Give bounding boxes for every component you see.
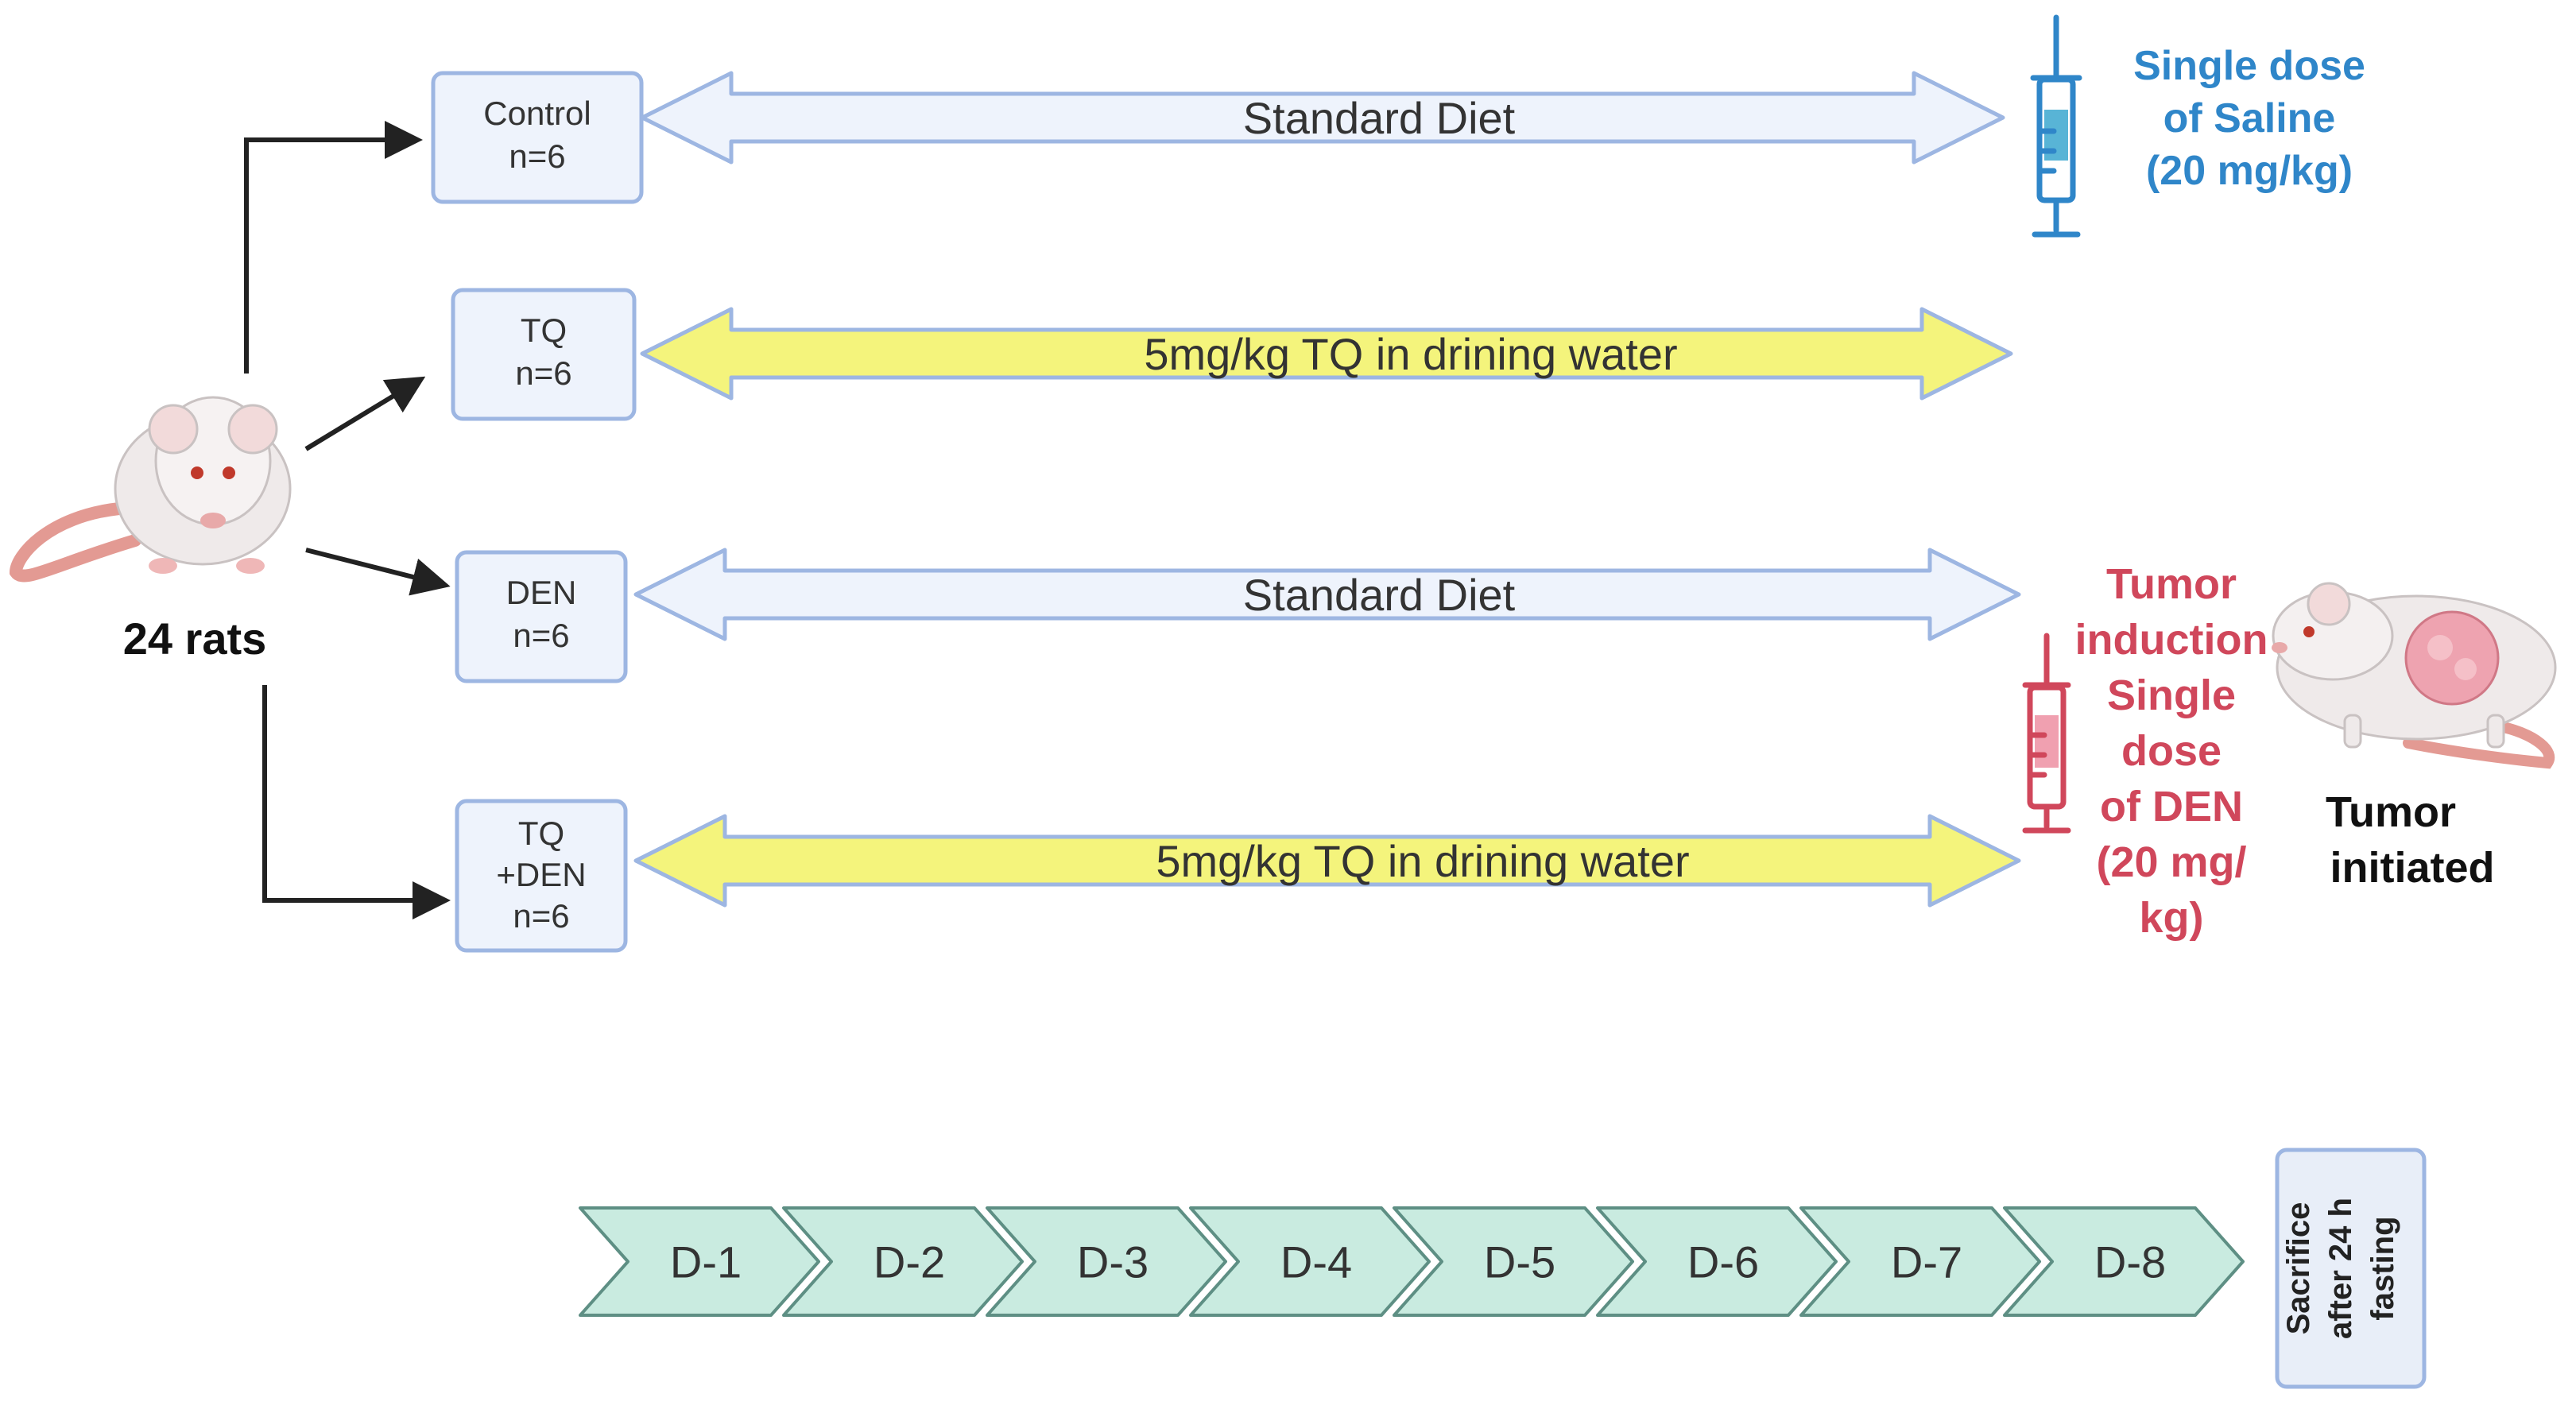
tumor-initiated-label: Tumor initiated <box>2326 788 2495 892</box>
den-line: Single <box>2107 672 2236 719</box>
sacrifice-line: Sacrifice <box>2281 1202 2316 1335</box>
group-label: DEN <box>506 574 577 611</box>
day-label: D-4 <box>1280 1237 1352 1287</box>
group-size: n=6 <box>515 354 571 392</box>
treatment-arrow-tq-den: 5mg/kg TQ in drining water <box>633 814 2021 908</box>
sacrifice-line: fasting <box>2365 1216 2400 1320</box>
syringe-icon <box>2030 14 2082 238</box>
saline-line: Single dose <box>2133 43 2365 89</box>
den-line: Tumor <box>2106 560 2237 608</box>
syringe-icon <box>2022 633 2071 834</box>
day-chevron <box>782 1206 1024 1317</box>
day-chevron <box>1189 1206 1431 1317</box>
day-label: D-2 <box>874 1237 945 1287</box>
sacrifice-box: Sacrifice after 24 h fasting <box>2275 1148 2427 1389</box>
group-label: TQ <box>518 815 564 852</box>
day-label: D-8 <box>2094 1237 2166 1287</box>
connector-control <box>244 121 423 374</box>
den-line: of DEN <box>2100 783 2243 830</box>
group-size: n=6 <box>509 137 565 175</box>
saline-dose-label: Single dose of Saline (20 mg/kg) <box>2133 43 2365 194</box>
group-box-tq: TQ n=6 <box>451 288 637 421</box>
connector-tq <box>304 376 426 451</box>
treatment-arrow-den: Standard Diet <box>633 548 2021 641</box>
group-label-2: +DEN <box>496 856 586 893</box>
treatment-label: 5mg/kg TQ in drining water <box>1144 329 1677 379</box>
group-label: Control <box>483 95 591 132</box>
den-line: kg) <box>2140 894 2204 942</box>
tumor-rat-icon <box>2272 582 2557 769</box>
day-chevron <box>579 1206 820 1317</box>
tumor-line: Tumor <box>2326 788 2456 836</box>
den-induction-label: Tumor induction Single dose of DEN (20 m… <box>2075 560 2268 942</box>
rat-icon <box>9 396 292 583</box>
day-chevron <box>1393 1206 1634 1317</box>
day-chevron <box>1799 1206 2041 1317</box>
rats-count-label: 24 rats <box>123 614 267 664</box>
group-box-control: Control n=6 <box>431 71 644 204</box>
den-line: induction <box>2075 616 2268 664</box>
treatment-arrow-tq: 5mg/kg TQ in drining water <box>640 307 2013 401</box>
treatment-label: Standard Diet <box>1243 570 1516 620</box>
connector-den <box>305 548 451 596</box>
day-label: D-5 <box>1484 1237 1555 1287</box>
saline-line: (20 mg/kg) <box>2146 148 2353 194</box>
den-line: (20 mg/ <box>2096 838 2246 886</box>
connector-arrows <box>244 121 451 919</box>
day-chevron <box>2003 1206 2245 1317</box>
connector-tq-den <box>262 685 451 919</box>
tumor-line: initiated <box>2330 844 2494 892</box>
group-box-den: DEN n=6 <box>455 550 628 683</box>
day-label: D-1 <box>670 1237 742 1287</box>
treatment-arrow-control: Standard Diet <box>640 71 2005 165</box>
group-size: n=6 <box>513 897 569 935</box>
saline-line: of Saline <box>2163 95 2336 141</box>
day-chevron <box>986 1206 1227 1317</box>
sacrifice-line: after 24 h <box>2323 1198 2358 1339</box>
day-timeline: D-1 D-2 D-3 D-4 D-5 D-6 D-7 D-8 <box>579 1206 2245 1317</box>
day-label: D-3 <box>1077 1237 1149 1287</box>
den-line: dose <box>2121 727 2222 775</box>
treatment-label: Standard Diet <box>1243 93 1516 143</box>
treatment-label: 5mg/kg TQ in drining water <box>1156 836 1689 886</box>
group-box-tq-den: TQ +DEN n=6 <box>455 799 628 953</box>
group-label: TQ <box>521 312 567 349</box>
group-size: n=6 <box>513 617 569 654</box>
day-label: D-6 <box>1687 1237 1759 1287</box>
day-label: D-7 <box>1891 1237 1962 1287</box>
day-chevron <box>1596 1206 1838 1317</box>
